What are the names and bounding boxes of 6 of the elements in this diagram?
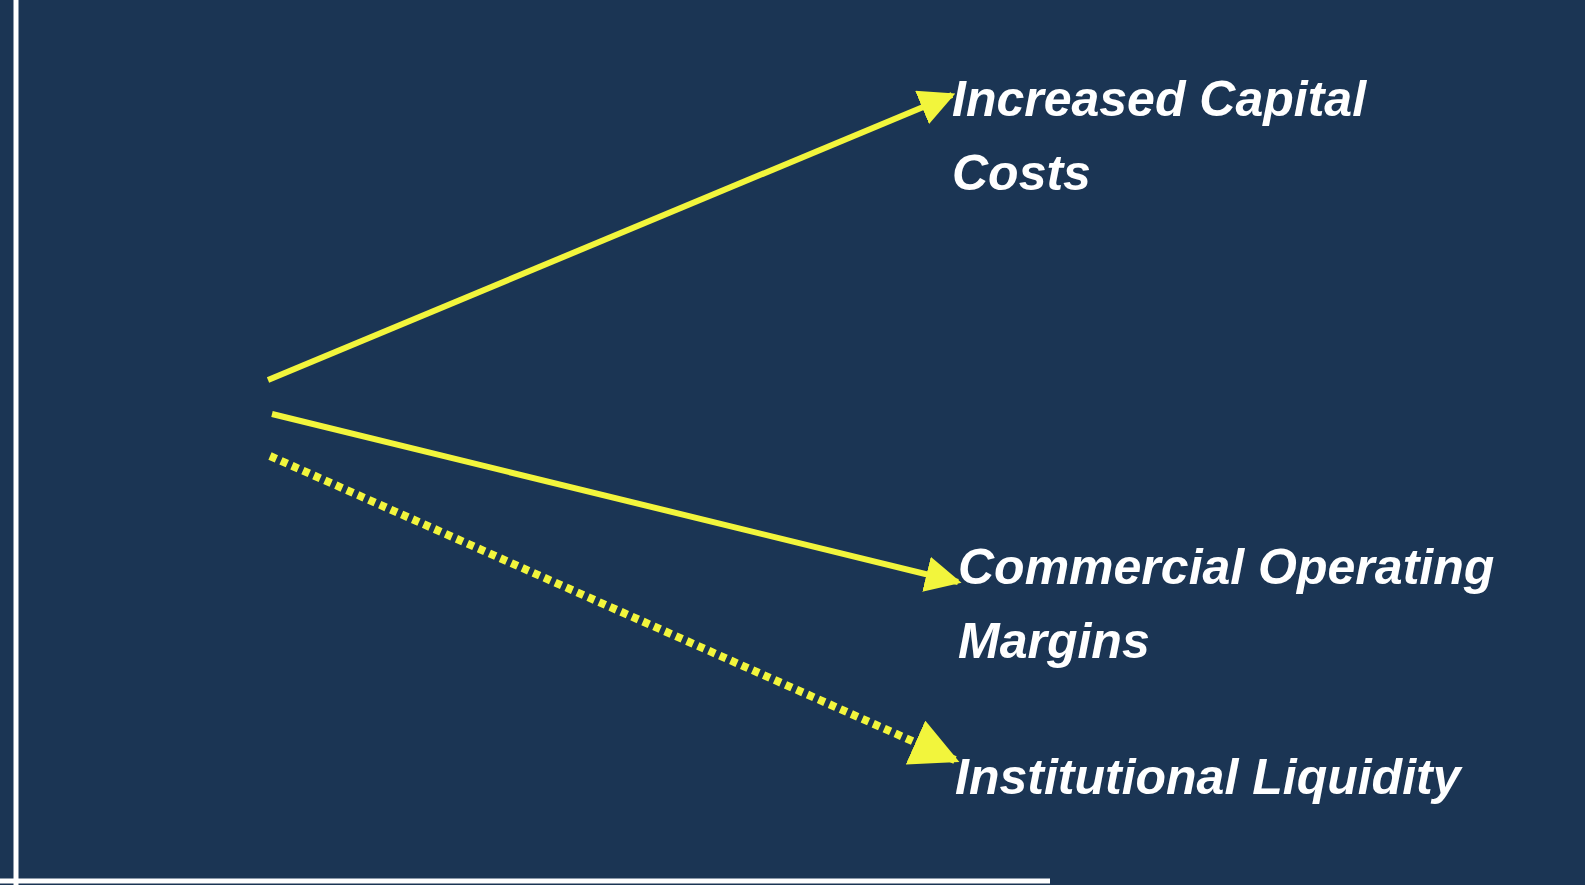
text-label: Increased Capital Costs bbox=[952, 62, 1372, 212]
text-label: Commercial Operating Margins bbox=[958, 530, 1518, 680]
text-label: Institutional Liquidity bbox=[955, 740, 1575, 814]
arrow bbox=[268, 452, 960, 765]
arrow bbox=[271, 411, 962, 592]
arrow bbox=[266, 90, 956, 383]
